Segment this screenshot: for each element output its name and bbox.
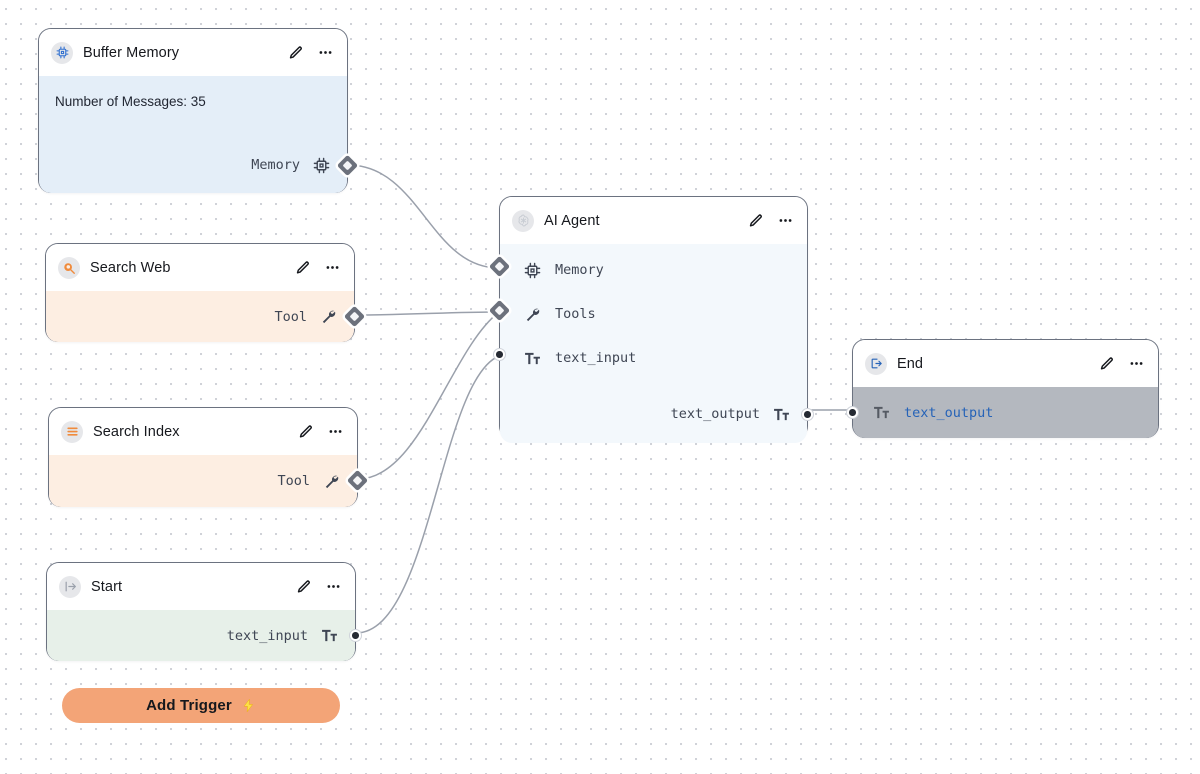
- ellipsis-icon[interactable]: [324, 259, 341, 276]
- ellipsis-icon[interactable]: [777, 212, 794, 229]
- node-body: text_output: [846, 387, 1158, 438]
- port-row-tools-in[interactable]: Tools: [500, 292, 807, 336]
- port-label: Tool: [274, 308, 307, 325]
- port-row-text-input-in[interactable]: text_input: [500, 336, 807, 380]
- pencil-icon[interactable]: [297, 423, 314, 440]
- node-title: Search Index: [93, 423, 180, 440]
- port-label: text_input: [555, 350, 637, 366]
- port-row-text-output-out[interactable]: text_output: [655, 392, 807, 436]
- add-trigger-button[interactable]: Add Trigger: [62, 688, 340, 723]
- add-trigger-label: Add Trigger: [146, 697, 232, 714]
- node-title: Search Web: [90, 259, 171, 276]
- exit-bracket-icon: [865, 352, 887, 375]
- node-body: Tool: [46, 291, 366, 342]
- text-format-icon: [871, 404, 891, 421]
- node-body: Number of Messages: 35 Memory: [39, 76, 359, 193]
- pencil-icon[interactable]: [1098, 355, 1115, 372]
- port-label: Tools: [555, 306, 596, 322]
- wrench-icon: [321, 473, 341, 490]
- port-label: text_input: [226, 627, 308, 644]
- openai-knot-icon: [512, 209, 534, 232]
- text-format-icon: [771, 406, 791, 423]
- node-header: Start: [47, 563, 355, 610]
- text-format-icon: [522, 350, 542, 367]
- node-title: Buffer Memory: [83, 44, 180, 61]
- port-row-tool-out[interactable]: Tool: [49, 455, 357, 507]
- edge-buffer-memory-to-ai-agent: [347, 164, 500, 269]
- handle-text-input-output[interactable]: [349, 629, 362, 642]
- node-search-index[interactable]: Search Index Tool: [48, 407, 369, 507]
- node-start[interactable]: Start text_input: [46, 562, 362, 661]
- node-header: End: [853, 340, 1158, 387]
- node-header-actions: [1098, 355, 1145, 372]
- text-format-icon: [319, 627, 339, 644]
- node-body: Memory Tools text_input: [488, 244, 814, 443]
- node-buffer-memory[interactable]: Buffer Memory Number of Messages: 35 Mem…: [38, 28, 359, 193]
- handle-text-output-input[interactable]: [846, 406, 859, 419]
- node-title: AI Agent: [544, 212, 600, 229]
- web-search-icon: [58, 256, 80, 279]
- node-header-actions: [294, 259, 341, 276]
- ellipsis-icon[interactable]: [327, 423, 344, 440]
- node-header: AI Agent: [500, 197, 807, 244]
- port-label: text_output: [904, 404, 994, 421]
- buffer-memory-detail: Number of Messages: 35: [55, 94, 206, 109]
- edge-search-web-to-ai-agent: [354, 311, 500, 316]
- cpu-chip-icon: [51, 41, 73, 64]
- cpu-chip-icon: [522, 262, 542, 279]
- edge-search-index-to-ai-agent: [357, 311, 500, 480]
- port-label: Memory: [251, 157, 300, 173]
- port-row-text-output-in[interactable]: text_output: [853, 387, 1009, 438]
- port-row-text-input-out[interactable]: text_input: [47, 610, 355, 661]
- pencil-icon[interactable]: [287, 44, 304, 61]
- port-label: Memory: [555, 262, 604, 278]
- lightning-bolt-icon: [241, 698, 256, 713]
- port-label: Tool: [277, 473, 310, 489]
- ellipsis-icon[interactable]: [317, 44, 334, 61]
- node-header-actions: [295, 578, 342, 595]
- pencil-icon[interactable]: [747, 212, 764, 229]
- port-label: text_output: [670, 406, 760, 422]
- list-lines-icon: [61, 420, 83, 443]
- node-title: End: [897, 355, 924, 372]
- node-search-web[interactable]: Search Web Tool: [45, 243, 366, 342]
- node-body: text_input: [47, 610, 362, 661]
- handle-text-output-output[interactable]: [801, 408, 814, 421]
- wrench-icon: [522, 306, 542, 323]
- port-row-memory-out[interactable]: Memory: [235, 143, 347, 187]
- port-row-tool-out[interactable]: Tool: [46, 291, 354, 342]
- pencil-icon[interactable]: [295, 578, 312, 595]
- node-title: Start: [91, 578, 123, 595]
- node-header: Buffer Memory: [39, 29, 347, 76]
- node-header-actions: [747, 212, 794, 229]
- node-header-actions: [287, 44, 334, 61]
- wrench-icon: [318, 308, 338, 325]
- node-header: Search Web: [46, 244, 354, 291]
- node-end[interactable]: End: [846, 339, 1159, 438]
- arrow-into-bracket-icon: [59, 575, 81, 598]
- node-body: Tool: [49, 455, 369, 507]
- cpu-chip-icon: [311, 157, 331, 174]
- pencil-icon[interactable]: [294, 259, 311, 276]
- ellipsis-icon[interactable]: [1128, 355, 1145, 372]
- ellipsis-icon[interactable]: [325, 578, 342, 595]
- handle-text-input-input[interactable]: [493, 348, 506, 361]
- node-header: Search Index: [49, 408, 357, 455]
- node-ai-agent[interactable]: AI Agent: [488, 196, 814, 443]
- edge-start-to-ai-agent: [355, 355, 500, 634]
- node-header-actions: [297, 423, 344, 440]
- port-row-memory-in[interactable]: Memory: [500, 248, 807, 292]
